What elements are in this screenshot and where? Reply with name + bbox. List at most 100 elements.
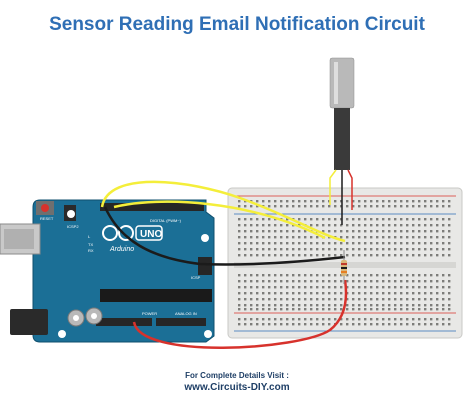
- digital-label: DIGITAL (PWM~): [150, 218, 182, 223]
- breadboard-hole: [268, 205, 271, 208]
- breadboard-hole: [388, 298, 391, 301]
- breadboard-hole: [376, 236, 379, 239]
- breadboard-hole: [244, 323, 247, 326]
- breadboard-hole: [280, 200, 283, 203]
- atmega-chip: [100, 289, 212, 302]
- breadboard-hole: [418, 236, 421, 239]
- breadboard-hole: [382, 298, 385, 301]
- breadboard-hole: [334, 230, 337, 233]
- breadboard-hole: [262, 242, 265, 245]
- breadboard-hole: [286, 224, 289, 227]
- breadboard-hole: [352, 218, 355, 221]
- breadboard-hole: [376, 292, 379, 295]
- breadboard-hole: [358, 248, 361, 251]
- breadboard-hole: [388, 308, 391, 311]
- breadboard-hole: [442, 230, 445, 233]
- breadboard-hole: [340, 274, 343, 277]
- breadboard-hole: [250, 242, 253, 245]
- breadboard-hole: [256, 248, 259, 251]
- power-jack: [10, 309, 48, 335]
- breadboard-hole: [424, 248, 427, 251]
- breadboard-hole: [238, 224, 241, 227]
- breadboard-hole: [400, 224, 403, 227]
- breadboard-hole: [304, 236, 307, 239]
- breadboard-hole: [346, 200, 349, 203]
- breadboard-hole: [442, 286, 445, 289]
- breadboard-hole: [340, 308, 343, 311]
- breadboard-hole: [292, 280, 295, 283]
- breadboard-hole: [406, 205, 409, 208]
- breadboard-hole: [268, 218, 271, 221]
- breadboard-hole: [400, 292, 403, 295]
- breadboard-hole: [262, 292, 265, 295]
- breadboard-hole: [352, 205, 355, 208]
- breadboard-hole: [352, 230, 355, 233]
- breadboard-hole: [442, 298, 445, 301]
- breadboard-hole: [424, 286, 427, 289]
- breadboard-hole: [328, 200, 331, 203]
- breadboard-hole: [406, 292, 409, 295]
- breadboard-hole: [394, 205, 397, 208]
- breadboard-hole: [436, 286, 439, 289]
- breadboard-hole: [418, 248, 421, 251]
- breadboard-hole: [298, 242, 301, 245]
- breadboard-hole: [352, 304, 355, 307]
- breadboard-hole: [358, 242, 361, 245]
- breadboard-hole: [292, 308, 295, 311]
- breadboard-hole: [304, 274, 307, 277]
- breadboard-hole: [298, 292, 301, 295]
- breadboard-hole: [262, 304, 265, 307]
- yellow-data-wire: [100, 180, 346, 243]
- breadboard-hole: [304, 200, 307, 203]
- breadboard-hole: [268, 318, 271, 321]
- breadboard-hole: [364, 292, 367, 295]
- breadboard-hole: [358, 280, 361, 283]
- breadboard-hole: [442, 248, 445, 251]
- breadboard-hole: [238, 298, 241, 301]
- breadboard-hole: [340, 205, 343, 208]
- breadboard-hole: [286, 292, 289, 295]
- breadboard-hole: [370, 323, 373, 326]
- breadboard-hole: [262, 286, 265, 289]
- breadboard-hole: [412, 236, 415, 239]
- breadboard-hole: [388, 286, 391, 289]
- breadboard-hole: [448, 200, 451, 203]
- breadboard-hole: [256, 280, 259, 283]
- breadboard-hole: [400, 205, 403, 208]
- breadboard-hole: [370, 280, 373, 283]
- breadboard-hole: [322, 230, 325, 233]
- breadboard-hole: [268, 200, 271, 203]
- breadboard-hole: [358, 274, 361, 277]
- breadboard-hole: [406, 218, 409, 221]
- breadboard-hole: [328, 292, 331, 295]
- breadboard-hole: [238, 254, 241, 257]
- breadboard-hole: [334, 292, 337, 295]
- breadboard-hole: [328, 218, 331, 221]
- breadboard-hole: [322, 318, 325, 321]
- breadboard-hole: [388, 200, 391, 203]
- breadboard-hole: [328, 248, 331, 251]
- breadboard-hole: [304, 280, 307, 283]
- breadboard-hole: [352, 280, 355, 283]
- breadboard-hole: [256, 200, 259, 203]
- breadboard-hole: [268, 304, 271, 307]
- breadboard-hole: [400, 298, 403, 301]
- breadboard-hole: [268, 224, 271, 227]
- breadboard-hole: [340, 224, 343, 227]
- footer-website-link[interactable]: www.Circuits-DIY.com: [184, 382, 290, 393]
- breadboard-hole: [292, 323, 295, 326]
- breadboard-hole: [256, 230, 259, 233]
- breadboard-hole: [406, 318, 409, 321]
- breadboard-hole: [274, 308, 277, 311]
- arduino-board: RESET ICSP2 DIGITAL (PWM~) POWER ANALOG …: [0, 199, 215, 343]
- breadboard-hole: [334, 248, 337, 251]
- breadboard-hole: [442, 274, 445, 277]
- breadboard-hole: [244, 205, 247, 208]
- breadboard-hole: [376, 248, 379, 251]
- breadboard-hole: [310, 280, 313, 283]
- breadboard-hole: [316, 248, 319, 251]
- breadboard-hole: [280, 280, 283, 283]
- breadboard-hole: [250, 304, 253, 307]
- breadboard-hole: [394, 308, 397, 311]
- breadboard-hole: [316, 280, 319, 283]
